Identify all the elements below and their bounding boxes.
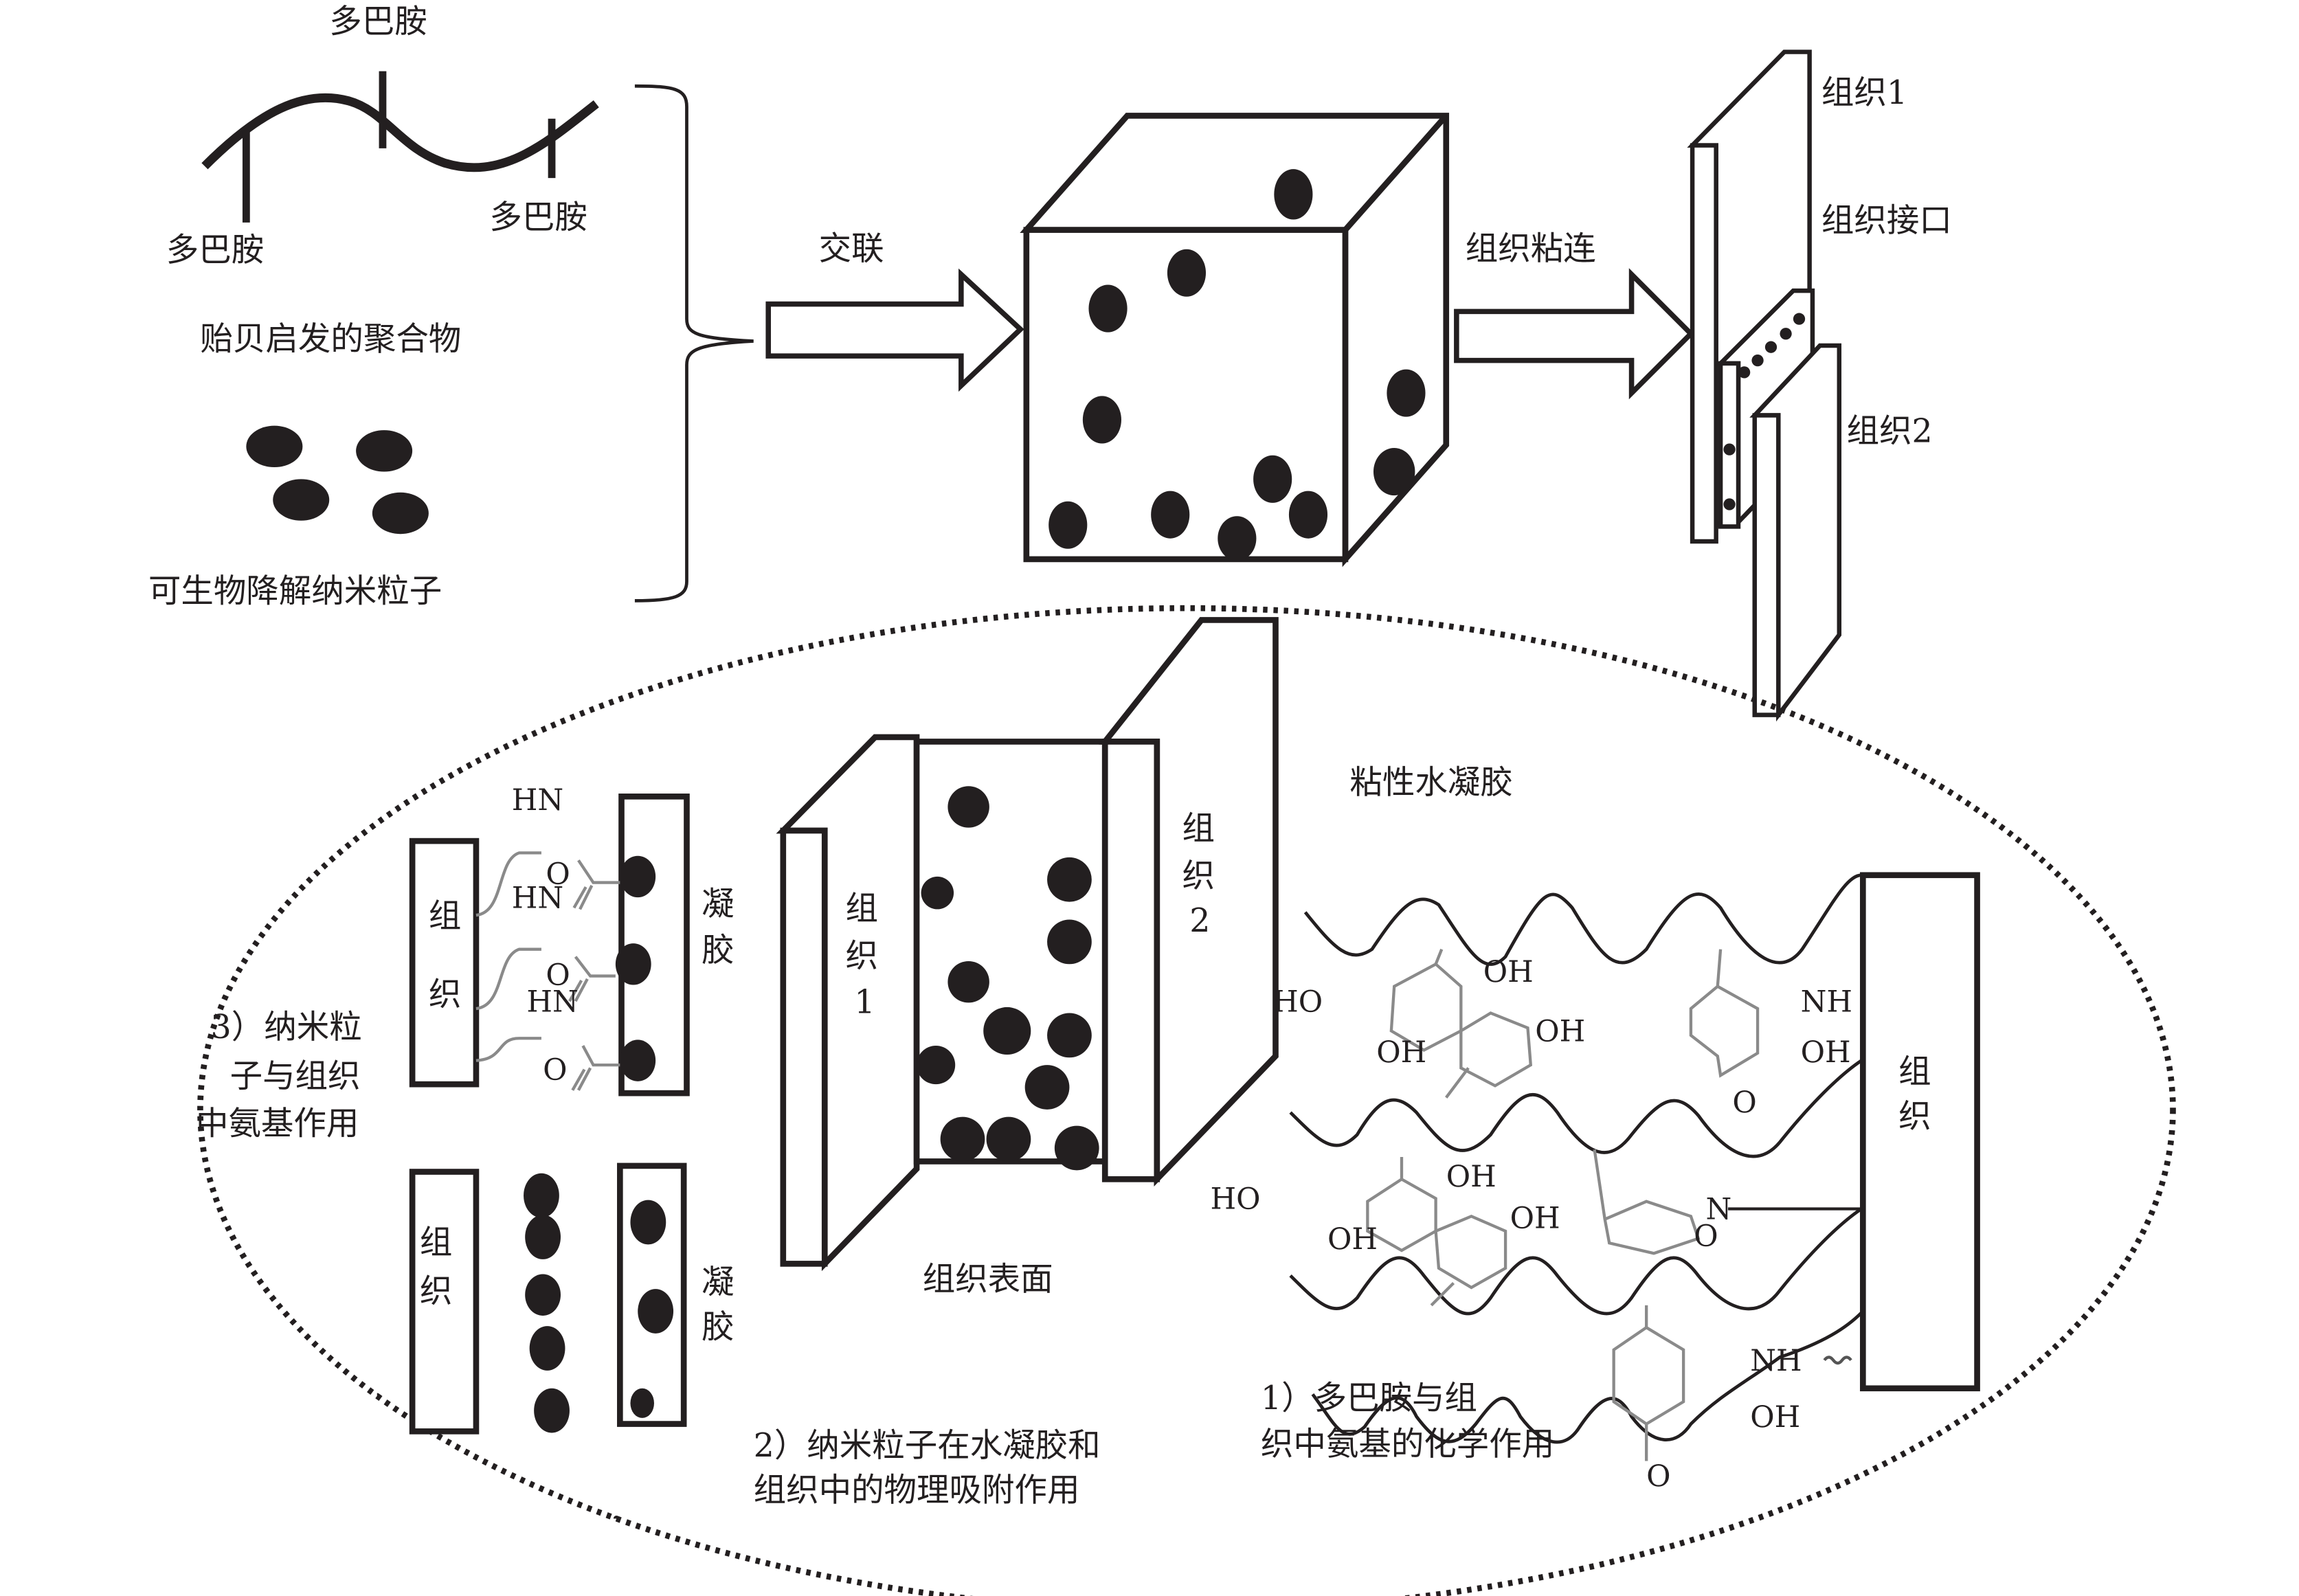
tissue1-label: 组织1 bbox=[1821, 74, 1907, 112]
group-ho-2: HO bbox=[1211, 1182, 1261, 1217]
m2-caption-line2: 组织中的物理吸附作用 bbox=[754, 1472, 1080, 1509]
group-oh-6: OH bbox=[1510, 1202, 1560, 1236]
catechol-structures bbox=[1366, 948, 1760, 1461]
grouping-brace bbox=[634, 84, 754, 603]
group-nh-2: NH bbox=[1750, 1344, 1802, 1378]
pa-tissue-char-1: 组 bbox=[420, 1224, 452, 1261]
physical-adsorption-mini bbox=[409, 1162, 687, 1435]
m3-tissue-char-1: 组 bbox=[429, 897, 461, 935]
nanoparticle bbox=[246, 425, 303, 468]
pa-tissue-char-2: 织 bbox=[420, 1273, 452, 1311]
group-o-3: O bbox=[1646, 1459, 1670, 1494]
center-tissue2-char-3: 2 bbox=[1189, 902, 1210, 940]
group-nh-1: NH bbox=[1801, 985, 1852, 1019]
group-oh-3: OH bbox=[1376, 1035, 1426, 1070]
center-tissue2-char-1: 组 bbox=[1182, 810, 1214, 848]
m3-caption-line1: 3）纳米粒 bbox=[211, 1009, 362, 1046]
adhesive-hydrogel-title: 粘性水凝胶 bbox=[1349, 764, 1512, 802]
tissue-stack bbox=[1687, 49, 1842, 722]
group-oh-7: OH bbox=[1327, 1222, 1378, 1257]
group-n-1: N bbox=[1706, 1193, 1732, 1227]
m2-caption-line1: 2）纳米粒子在水凝胶和 bbox=[754, 1427, 1101, 1465]
amide-o-2: O bbox=[546, 958, 570, 993]
hydrogel-tissue-char-2: 织 bbox=[1898, 1098, 1931, 1136]
m3-caption-line2: 子与组织 bbox=[230, 1057, 361, 1095]
m3-gel-char-1: 凝 bbox=[702, 886, 734, 923]
dopamine-label-top: 多巴胺 bbox=[329, 3, 427, 41]
group-ho-1: HO bbox=[1272, 985, 1323, 1019]
tissue-surface-label: 组织表面 bbox=[923, 1261, 1053, 1299]
nanoparticle bbox=[372, 492, 429, 535]
mussel-inspired-polymer bbox=[201, 71, 599, 223]
hydrogel-cube bbox=[1020, 113, 1450, 567]
group-oh-2: OH bbox=[1535, 1015, 1585, 1049]
group-o-1: O bbox=[1732, 1086, 1756, 1120]
group-oh-1: OH bbox=[1483, 955, 1534, 989]
center-tissue1-char-2: 织 bbox=[845, 938, 877, 976]
hydrogel-tissue-char-1: 组 bbox=[1898, 1053, 1931, 1091]
nanoparticle bbox=[273, 479, 330, 521]
polymer-label: 贻贝启发的聚合物 bbox=[200, 321, 461, 359]
m3-tissue-char-2: 织 bbox=[429, 976, 461, 1014]
zoom-region-outline bbox=[197, 605, 2176, 1596]
tissue-gel-sandwich bbox=[776, 617, 1279, 1272]
group-oh-4: OH bbox=[1801, 1035, 1851, 1070]
hydrogel-tissue-block bbox=[1860, 872, 1980, 1392]
hydrogel-polymer-chains bbox=[1289, 873, 1863, 1444]
center-tissue2-char-2: 织 bbox=[1182, 857, 1214, 895]
nanoparticle bbox=[356, 430, 413, 472]
pa-gel-char-2: 胶 bbox=[702, 1308, 734, 1346]
amide-hn-2: HN bbox=[512, 881, 563, 915]
pa-gel-char-1: 凝 bbox=[702, 1264, 734, 1302]
group-oh-8: OH bbox=[1750, 1400, 1800, 1435]
tissue-interface-label: 组织接口 bbox=[1821, 202, 1952, 240]
amide-hn-3: HN bbox=[526, 985, 578, 1019]
amide-o-3: O bbox=[543, 1053, 567, 1088]
group-oh-5: OH bbox=[1446, 1160, 1496, 1194]
dopamine-label-left: 多巴胺 bbox=[166, 232, 264, 269]
m1-caption-line2: 织中氨基的化学作用 bbox=[1261, 1426, 1554, 1463]
tissue-adhesion-arrow bbox=[1454, 268, 1695, 400]
center-tissue1-char-3: 1 bbox=[854, 984, 875, 1022]
group-o-2: O bbox=[1694, 1219, 1718, 1253]
crosslink-arrow bbox=[765, 268, 1024, 392]
mechanism3-diagram bbox=[409, 794, 690, 1097]
m1-caption-line1: 1）多巴胺与组 bbox=[1261, 1380, 1477, 1417]
nanoparticle-label: 可生物降解纳米粒子 bbox=[148, 573, 442, 611]
dopamine-label-right: 多巴胺 bbox=[489, 199, 587, 236]
crosslink-label: 交联 bbox=[819, 230, 884, 268]
m3-caption-line3: 中氨基作用 bbox=[196, 1105, 359, 1143]
amide-hn-1: HN bbox=[512, 783, 563, 818]
tissue2-label: 组织2 bbox=[1847, 412, 1933, 450]
amide-o-1: O bbox=[546, 857, 570, 892]
m3-gel-char-2: 胶 bbox=[702, 932, 734, 969]
center-tissue1-char-1: 组 bbox=[845, 890, 877, 928]
nanoparticles-group bbox=[246, 425, 429, 535]
tissue-adhesion-label: 组织粘连 bbox=[1466, 230, 1596, 268]
wavy-bond bbox=[1823, 1356, 1852, 1365]
